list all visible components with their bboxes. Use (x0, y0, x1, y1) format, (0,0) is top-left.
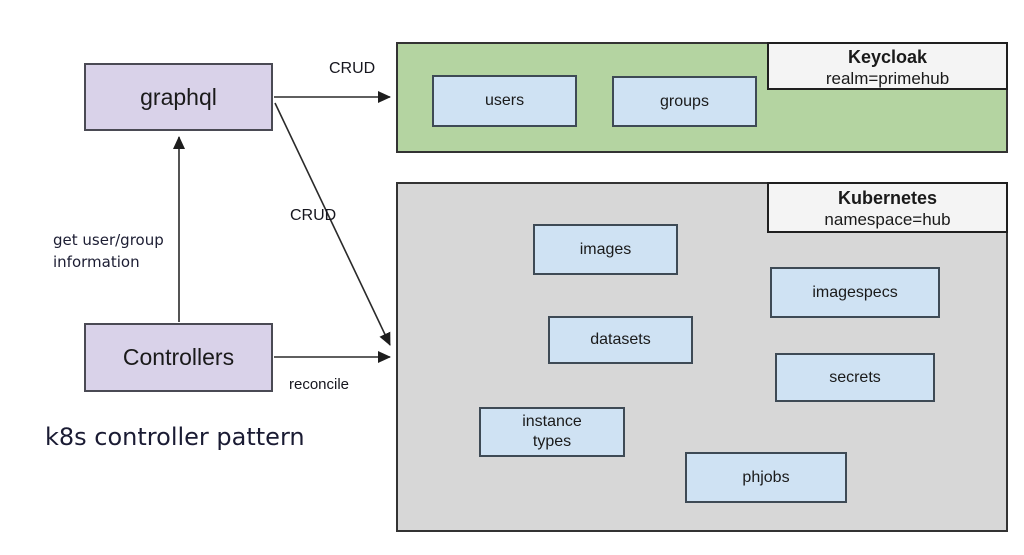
graphql-node: graphql (84, 63, 273, 131)
resource-instance-types: instance types (479, 407, 625, 457)
resource-groups: groups (612, 76, 757, 127)
diagram-title: k8s controller pattern (45, 423, 305, 451)
resource-users: users (432, 75, 577, 127)
kubernetes-subtitle: namespace=hub (824, 210, 951, 229)
edge-label-crud-kubernetes: CRUD (290, 207, 337, 224)
keycloak-corner-label: Keycloak realm=primehub (767, 42, 1008, 90)
keycloak-title: Keycloak (847, 47, 928, 67)
keycloak-subtitle: realm=primehub (825, 69, 950, 88)
resource-secrets: secrets (775, 353, 935, 402)
controllers-node: Controllers (84, 323, 273, 392)
edge-label-crud-keycloak: CRUD (329, 60, 376, 77)
edge-label-get-user-group-information: get user/group information (53, 231, 164, 271)
kubernetes-corner-label: Kubernetes namespace=hub (767, 182, 1008, 233)
kubernetes-title: Kubernetes (837, 188, 938, 208)
resource-datasets: datasets (548, 316, 693, 364)
resource-imagespecs: imagespecs (770, 267, 940, 318)
edge-label-reconcile: reconcile (289, 376, 350, 393)
resource-phjobs: phjobs (685, 452, 847, 503)
resource-images: images (533, 224, 678, 275)
